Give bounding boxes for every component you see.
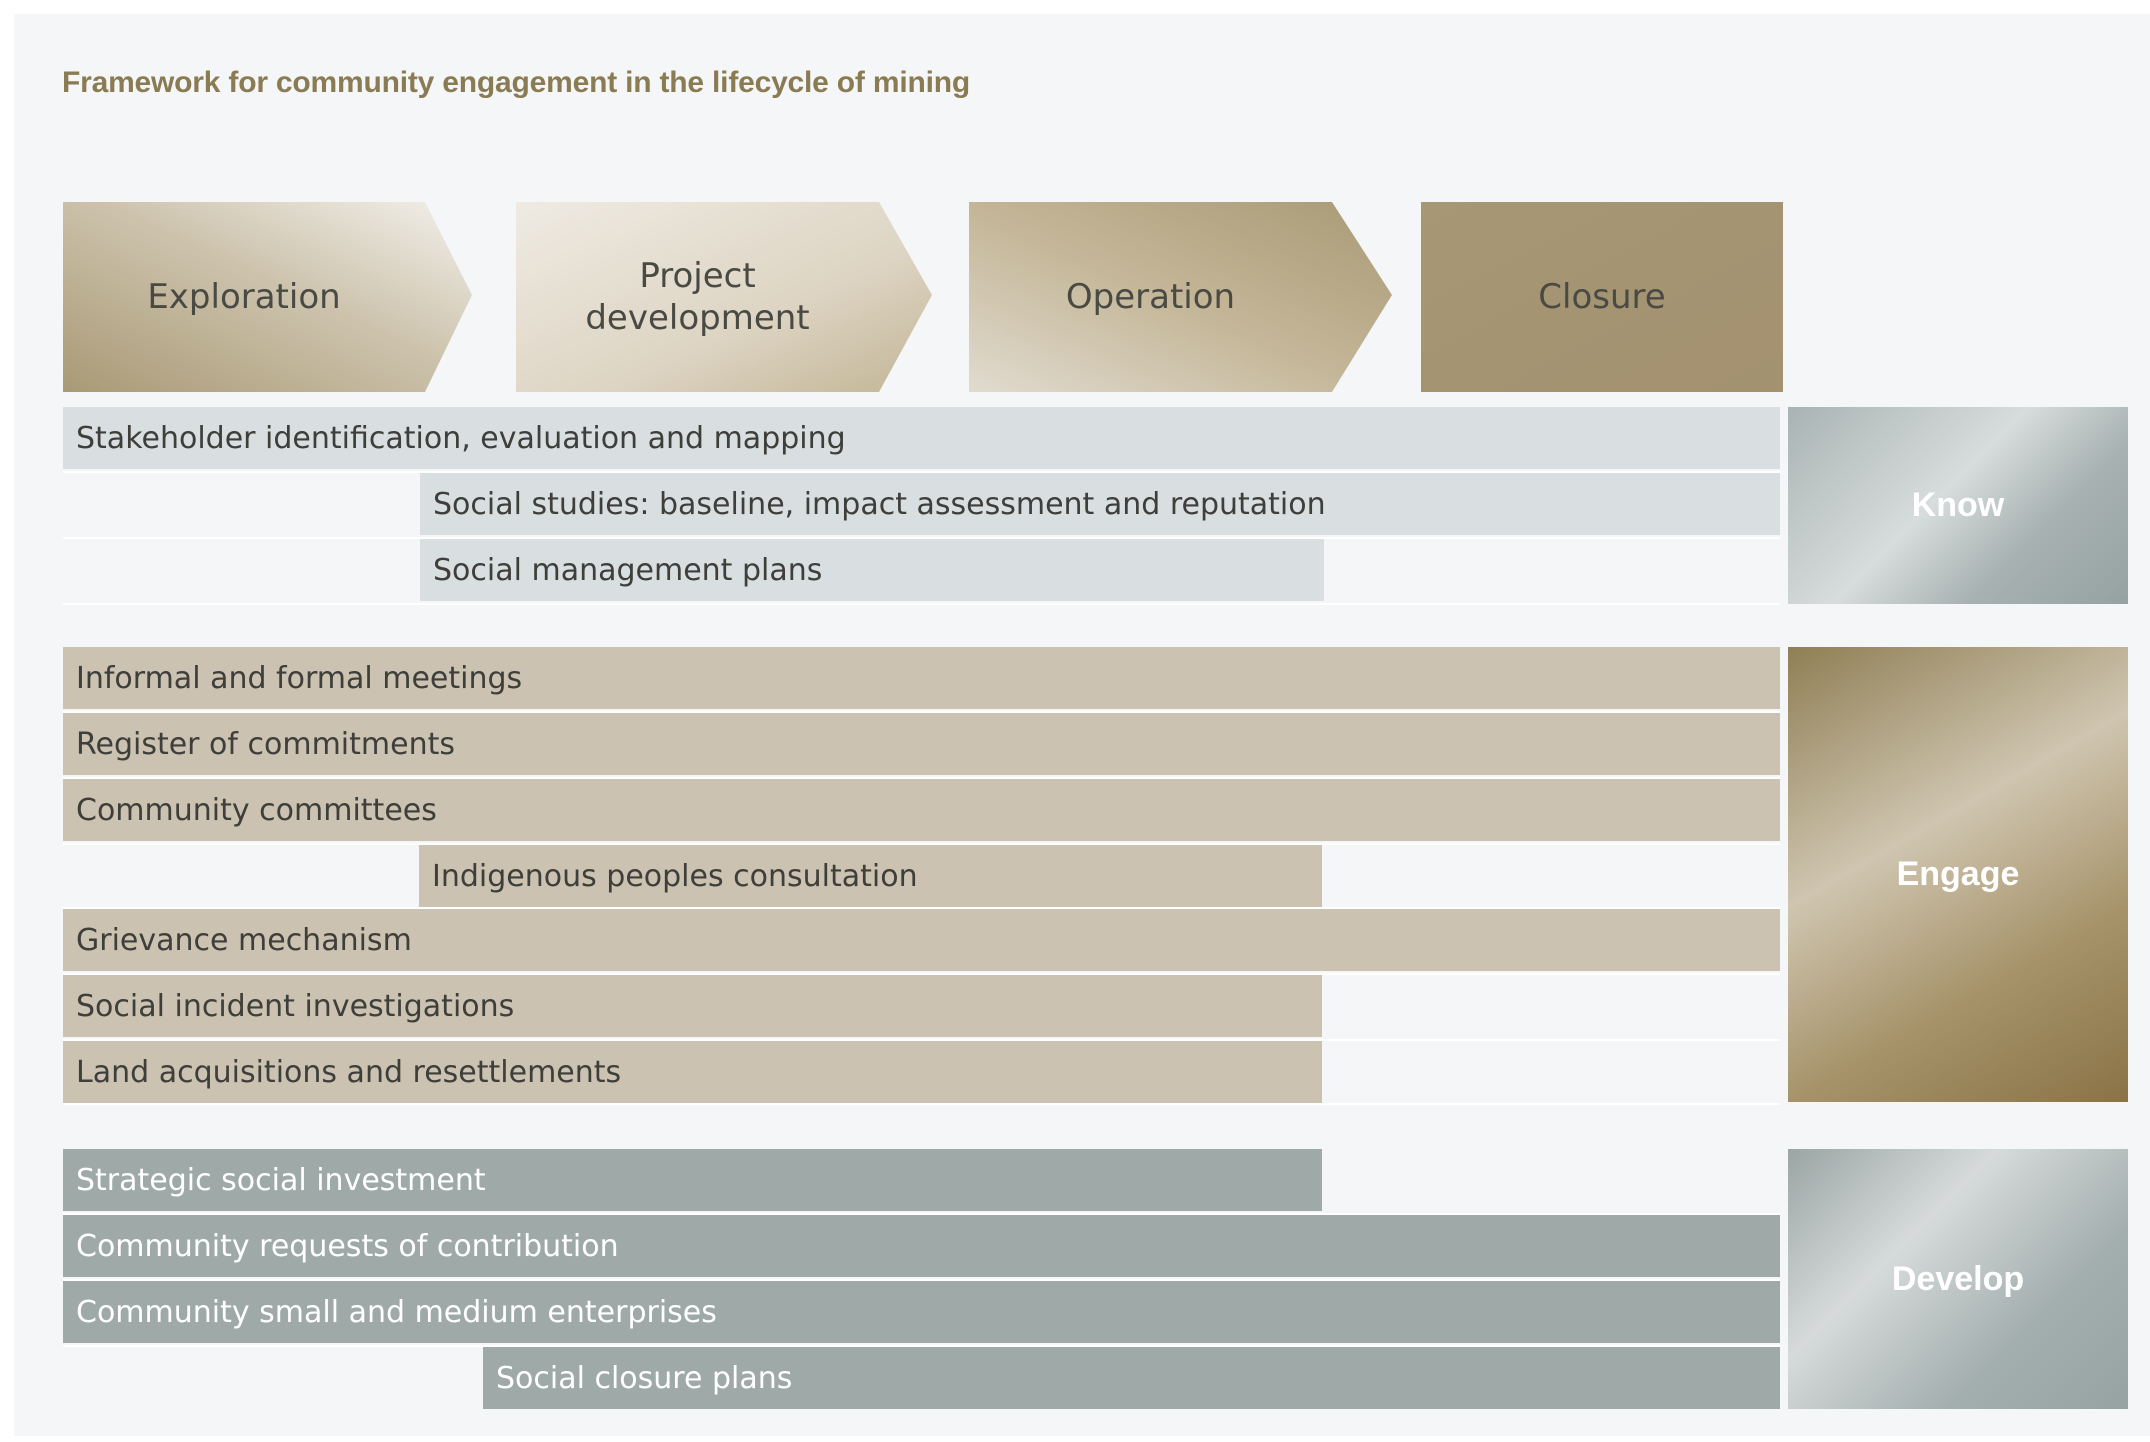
activity-community-sme: Community small and medium enterprises <box>63 1281 1780 1343</box>
row-separator <box>63 1039 1780 1041</box>
activity-community-committees: Community committees <box>63 779 1780 841</box>
phase-label: Closure <box>1538 277 1666 317</box>
row-separator <box>63 973 1780 975</box>
phase-label: Operation <box>1065 277 1236 317</box>
row-separator <box>63 1103 1780 1105</box>
phase-closure: Closure <box>1421 202 1783 392</box>
category-know: Know <box>1788 407 2128 604</box>
row-separator <box>63 1279 1780 1281</box>
activity-strategic-social-investment: Strategic social investment <box>63 1149 1322 1211</box>
category-develop: Develop <box>1788 1149 2128 1409</box>
phase-operation-shape <box>969 202 1392 392</box>
phase-project-development: Project development <box>516 202 879 392</box>
diagram-canvas: Framework for community engagement in th… <box>14 14 2150 1436</box>
row-separator <box>63 843 1780 845</box>
row-separator <box>63 907 1780 909</box>
phase-chevrons <box>63 202 1783 392</box>
row-separator <box>63 537 1780 539</box>
activity-grievance-mechanism: Grievance mechanism <box>63 909 1780 971</box>
activity-social-incident-investigations: Social incident investigations <box>63 975 1322 1037</box>
phase-exploration-shape <box>63 202 472 392</box>
phase-project-development-shape <box>516 202 932 392</box>
row-separator <box>63 603 1780 605</box>
activity-informal-formal-meetings: Informal and formal meetings <box>63 647 1780 709</box>
activity-stakeholder-identification: Stakeholder identification, evaluation a… <box>63 407 1780 469</box>
activity-land-acquisitions-resettlements: Land acquisitions and resettlements <box>63 1041 1322 1103</box>
phase-operation: Operation <box>969 202 1332 392</box>
row-separator <box>63 1213 1780 1215</box>
phase-exploration: Exploration <box>63 202 425 392</box>
phase-label: Project development <box>585 256 810 338</box>
activity-community-requests-contribution: Community requests of contribution <box>63 1215 1780 1277</box>
row-separator <box>63 1345 1780 1347</box>
row-separator <box>63 471 1780 473</box>
phase-label: Exploration <box>147 277 341 317</box>
activity-register-of-commitments: Register of commitments <box>63 713 1780 775</box>
activity-social-closure-plans: Social closure plans <box>483 1347 1780 1409</box>
activity-social-studies: Social studies: baseline, impact assessm… <box>420 473 1780 535</box>
row-separator <box>63 777 1780 779</box>
activity-social-management-plans: Social management plans <box>420 539 1324 601</box>
row-separator <box>63 711 1780 713</box>
diagram-title: Framework for community engagement in th… <box>62 66 970 99</box>
phase-closure-shape <box>1421 202 1783 392</box>
category-engage: Engage <box>1788 647 2128 1102</box>
activity-indigenous-peoples-consultation: Indigenous peoples consultation <box>419 845 1322 907</box>
